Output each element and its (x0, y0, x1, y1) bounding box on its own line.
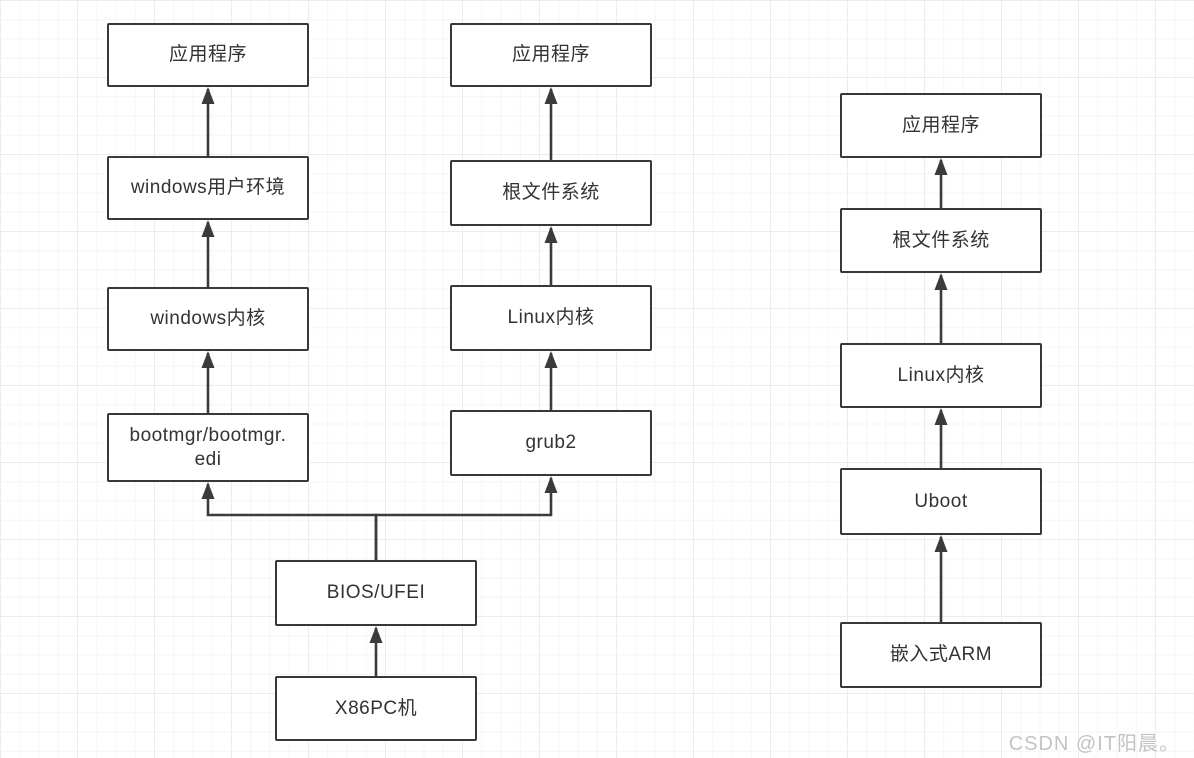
node-bios-ufei: BIOS/UFEI (275, 560, 477, 626)
node-win-app: 应用程序 (107, 23, 309, 87)
edge-arrow-bios-ufei-to-win-bootmgr (201, 482, 378, 560)
node-win-bootmgr: bootmgr/bootmgr. edi (107, 413, 309, 482)
node-embedded-arm: 嵌入式ARM (840, 622, 1042, 688)
edge-arrow-bios-ufei-to-grub2 (374, 476, 558, 560)
node-linux-kernel: Linux内核 (450, 285, 652, 351)
node-uboot: Uboot (840, 468, 1042, 535)
node-x86-pc: X86PC机 (275, 676, 477, 741)
node-linux-rootfs: 根文件系统 (450, 160, 652, 226)
node-linux-app: 应用程序 (450, 23, 652, 87)
node-arm-rootfs: 根文件系统 (840, 208, 1042, 273)
node-win-user-env: windows用户环境 (107, 156, 309, 220)
node-win-kernel: windows内核 (107, 287, 309, 351)
node-grub2: grub2 (450, 410, 652, 476)
node-arm-kernel: Linux内核 (840, 343, 1042, 408)
csdn-watermark: CSDN @IT阳晨。 (1008, 733, 1180, 755)
node-arm-app: 应用程序 (840, 93, 1042, 158)
